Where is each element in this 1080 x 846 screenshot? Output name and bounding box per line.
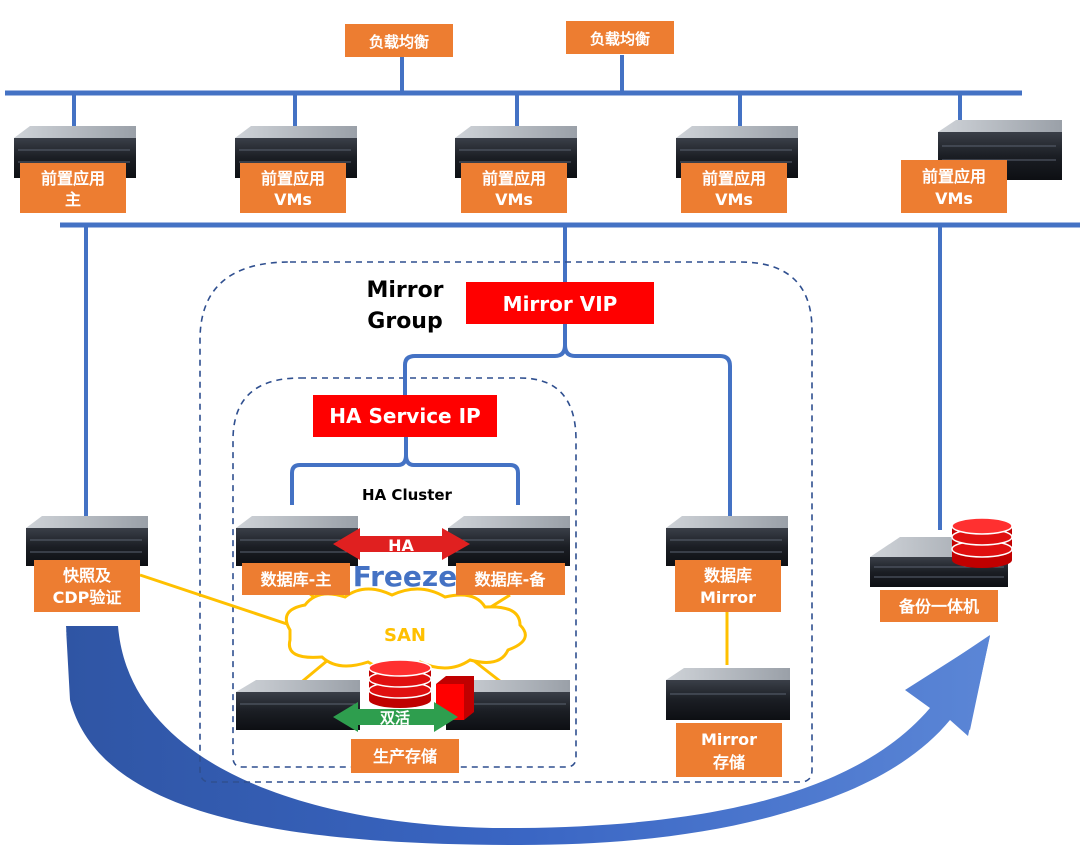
backup-flow-arrow (66, 628, 990, 845)
ha-service-ip-brace (290, 437, 520, 505)
active-active-label: 双活 (380, 709, 410, 727)
front-server-1: 前置应用 主 (14, 126, 136, 213)
backup-appliance: 备份一体机 (870, 517, 1013, 622)
server-chassis-icon (26, 516, 148, 566)
server-chassis-icon (448, 516, 570, 566)
san-cloud: SAN (284, 587, 527, 671)
ha-service-ip: HA Service IP (313, 395, 497, 437)
production-storage-label: 生产存储 (373, 747, 437, 766)
front-server-3: 前置应用 VMs (455, 126, 577, 213)
load-balancer-1-label: 负载均衡 (369, 33, 429, 51)
snapshot-line2: CDP验证 (53, 588, 122, 607)
mirror-group-boundary (199, 261, 813, 783)
db-standby-label: 数据库-备 (475, 570, 547, 589)
database-icon (368, 659, 432, 708)
production-storage: 双活 生产存储 (236, 659, 570, 773)
database-icon (951, 517, 1013, 568)
server-chassis-icon (666, 516, 788, 566)
snapshot-cdp-server: 快照及 CDP验证 (26, 516, 148, 612)
mirror-vip: Mirror VIP (466, 282, 654, 324)
san-label: SAN (384, 625, 426, 646)
mirror-vip-brace (403, 324, 732, 520)
active-active-arrow: 双活 (333, 702, 458, 732)
mirror-storage-line1: Mirror (701, 730, 757, 749)
front-server-4: 前置应用 VMs (676, 126, 798, 213)
snapshot-san-link (139, 573, 291, 627)
load-balancer-1: 负载均衡 (345, 24, 453, 57)
storage-box-icon (436, 676, 474, 720)
backup-appliance-label: 备份一体机 (898, 597, 979, 616)
db-standby-server: 数据库-备 (448, 516, 570, 595)
ha-arrow-label: HA (388, 536, 414, 555)
freeze-label: Freeze (353, 560, 457, 593)
front-server-5-line2: VMs (935, 189, 973, 208)
ha-service-ip-label: HA Service IP (329, 404, 480, 428)
db-primary-server: 数据库-主 (236, 516, 358, 595)
db-mirror-line2: Mirror (700, 588, 756, 607)
mirror-group-line1: Mirror (366, 278, 443, 303)
db-mirror-line1: 数据库 (704, 566, 752, 585)
ha-cluster-label: HA Cluster (362, 486, 452, 504)
server-chassis-icon (236, 516, 358, 566)
front-server-5-line1: 前置应用 (922, 167, 986, 186)
mirror-storage-line2: 存储 (713, 753, 745, 772)
storage-chassis-icon (236, 680, 360, 730)
front-server-1-line2: 主 (65, 190, 81, 209)
mirror-group-line2: Group (367, 309, 442, 334)
front-server-4-line2: VMs (715, 190, 753, 209)
db-primary-label: 数据库-主 (261, 570, 332, 589)
mirror-vip-label: Mirror VIP (503, 292, 618, 316)
front-server-2: 前置应用 VMs (235, 126, 357, 213)
front-server-2-line2: VMs (274, 190, 312, 209)
front-server-2-line1: 前置应用 (261, 169, 325, 188)
mirror-storage: Mirror 存储 (666, 668, 790, 777)
front-server-1-line1: 前置应用 (41, 169, 105, 188)
load-balancer-2: 负载均衡 (566, 21, 674, 54)
front-server-3-line2: VMs (495, 190, 533, 209)
front-server-5: 前置应用 VMs (901, 120, 1062, 213)
front-server-3-line1: 前置应用 (482, 169, 546, 188)
front-server-4-line1: 前置应用 (702, 169, 766, 188)
snapshot-line1: 快照及 (63, 566, 112, 585)
load-balancer-2-label: 负载均衡 (590, 30, 650, 48)
storage-chassis-icon (666, 668, 790, 720)
db-mirror-server: 数据库 Mirror (666, 516, 788, 612)
ha-double-arrow: HA (333, 528, 470, 560)
